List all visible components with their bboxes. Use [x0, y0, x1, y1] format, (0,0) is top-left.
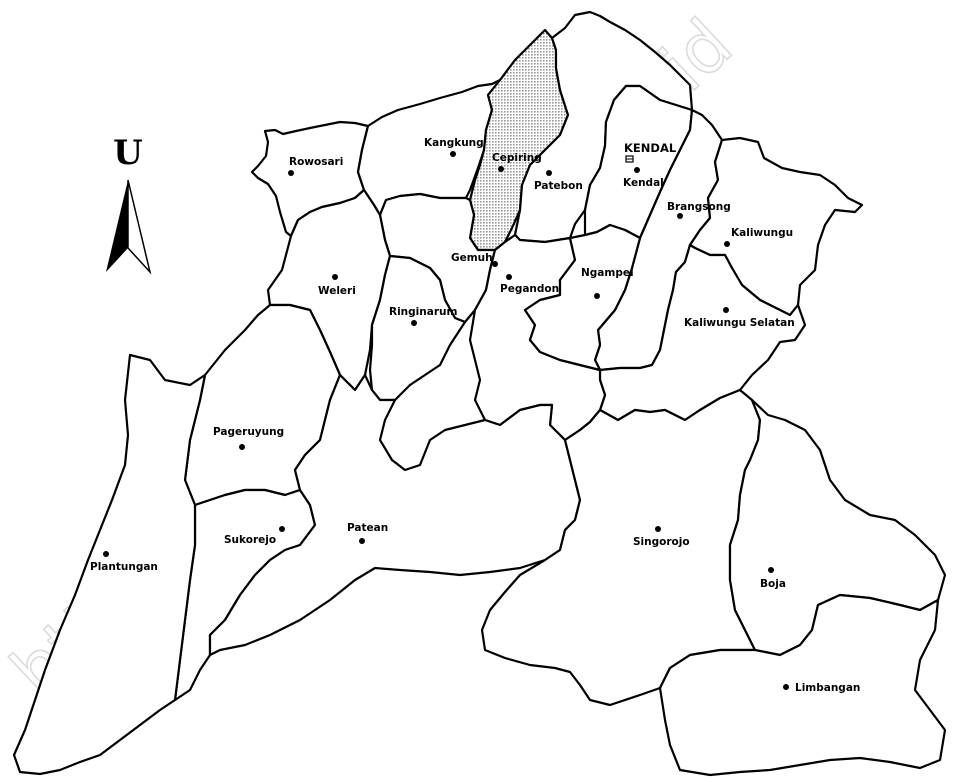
label-patebon: Patebon: [534, 180, 583, 192]
point-plantungan: [103, 551, 109, 557]
label-ringinarum: Ringinarum: [389, 306, 457, 318]
label-ngampel: Ngampel: [581, 267, 634, 279]
point-cepiring: [498, 166, 504, 172]
label-kendal: Kendal: [623, 177, 664, 189]
district-area-ngampel[interactable]: [523, 223, 642, 372]
label-weleri: Weleri: [318, 285, 356, 297]
point-sukorejo: [279, 526, 285, 532]
label-pageruyung: Pageruyung: [213, 426, 284, 438]
district-area-patean[interactable]: [208, 373, 582, 657]
label-patean: Patean: [347, 522, 388, 534]
capital-label: KENDAL: [624, 141, 677, 155]
label-sukorejo: Sukorejo: [224, 534, 276, 546]
district-area-limbangan[interactable]: [658, 593, 947, 777]
point-kaliwungu: [724, 241, 730, 247]
label-plantungan: Plantungan: [90, 561, 158, 573]
label-limbangan: Limbangan: [795, 682, 860, 694]
north-arrow-left-half: [106, 180, 128, 272]
district-area-kaliwungu[interactable]: [688, 136, 864, 317]
point-kaliwungu-selatan: [723, 307, 729, 313]
label-pegandon: Pegandon: [500, 283, 559, 295]
point-pageruyung: [239, 444, 245, 450]
district-points: Rowosari Kangkung Cepiring Patebon Kenda…: [90, 137, 860, 694]
label-brangsong: Brangsong: [667, 201, 731, 213]
label-boja: Boja: [760, 578, 786, 590]
point-boja: [768, 567, 774, 573]
label-gemuh: Gemuh: [451, 252, 493, 264]
district-area-ringinarum[interactable]: [368, 254, 467, 402]
label-kaliwungu-selatan: Kaliwungu Selatan: [684, 317, 795, 329]
point-pegandon: [506, 274, 512, 280]
north-letter: U: [113, 133, 143, 173]
label-kaliwungu: Kaliwungu: [731, 227, 793, 239]
point-ngampel: [594, 293, 600, 299]
north-arrow-right-half: [127, 179, 152, 275]
building-icon: [625, 155, 634, 163]
point-patebon: [546, 170, 552, 176]
point-limbangan: [783, 684, 789, 690]
point-patean: [359, 538, 365, 544]
north-arrow: U: [106, 133, 152, 275]
point-brangsong: [677, 213, 683, 219]
point-rowosari: [288, 170, 294, 176]
point-singorojo: [655, 526, 661, 532]
label-cepiring: Cepiring: [492, 152, 542, 164]
point-kendal: [634, 167, 640, 173]
capital-marker: KENDAL: [624, 141, 677, 163]
label-kangkung: Kangkung: [424, 137, 484, 149]
point-kangkung: [450, 151, 456, 157]
label-rowosari: Rowosari: [289, 156, 343, 168]
point-ringinarum: [411, 320, 417, 326]
label-singorojo: Singorojo: [633, 536, 690, 548]
point-weleri: [332, 274, 338, 280]
point-gemuh: [492, 261, 498, 267]
district-area-plantungan[interactable]: [12, 353, 207, 776]
district-boundaries: [12, 10, 947, 777]
